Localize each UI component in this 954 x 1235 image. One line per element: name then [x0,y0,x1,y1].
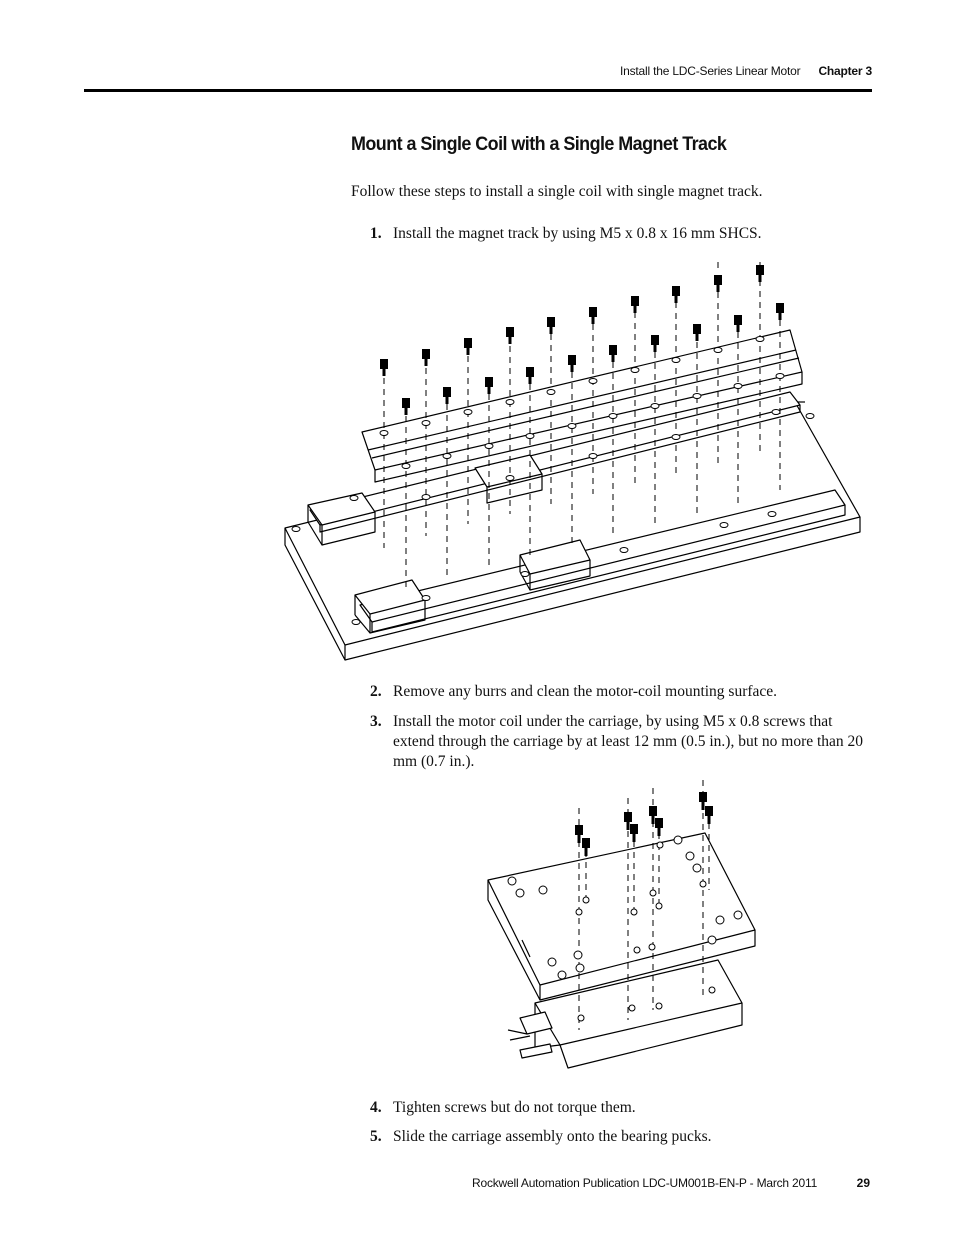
section-intro: Follow these steps to install a single c… [351,183,763,200]
carriage-plate [487,832,756,1001]
magnet-track [361,329,803,483]
carriage-holes [507,835,743,1022]
step-text: Slide the carriage assembly onto the bea… [393,1128,712,1145]
step-4: 4. Tighten screws but do not torque them… [370,1098,870,1118]
step-text: Remove any burrs and clean the motor-coi… [393,683,778,700]
step-5: 5. Slide the carriage assembly onto the … [370,1127,870,1147]
footer-publication: Rockwell Automation Publication LDC-UM00… [472,1176,818,1190]
motor-coil [507,959,743,1069]
step-number: 5. [370,1128,382,1145]
mounting-holes [291,336,815,625]
magnet-track-installation-figure [284,262,861,661]
step-number: 1. [370,225,382,242]
screw-leader-lines [383,262,781,592]
page-number: 29 [856,1176,870,1190]
rear-rail [309,391,801,533]
header-section-title: Install the LDC-Series Linear Motor [620,64,801,78]
step-number: 3. [370,713,382,730]
section-title: Mount a Single Coil with a Single Magnet… [351,133,727,155]
rear-carriage-block [307,492,376,546]
step-1: 1. Install the magnet track by using M5 … [370,224,870,244]
step-text: Tighten screws but do not torque them. [393,1099,636,1116]
screws [380,265,784,415]
header-chapter: Chapter 3 [818,64,872,78]
step-number: 2. [370,683,382,700]
middle-carriage-block [519,539,591,591]
step-3: 3. Install the motor coil under the carr… [370,712,870,772]
header-rule [84,89,872,92]
motor-coil-installation-figure [487,780,756,1069]
step-number: 4. [370,1099,382,1116]
step-text: Install the motor coil under the carriag… [393,713,864,770]
screws [575,792,713,856]
rear-middle-block [474,454,543,504]
running-header: Install the LDC-Series Linear Motor Chapt… [620,64,872,78]
step-text: Install the magnet track by using M5 x 0… [393,225,762,242]
step-2: 2. Remove any burrs and clean the motor-… [370,682,870,702]
